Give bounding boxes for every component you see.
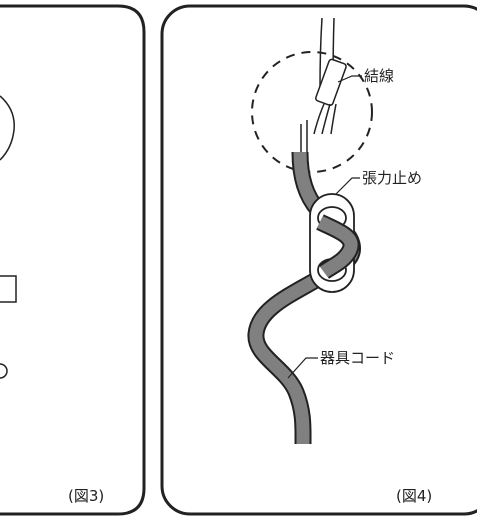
upper-cord-segment <box>315 58 347 106</box>
figure-3-caption: (図3) <box>68 487 104 505</box>
fixture-rim-partial <box>0 95 15 161</box>
label-appliance-cord: 器具コード <box>320 349 395 367</box>
panel-figure-3-frame <box>0 4 146 516</box>
panel-figure-3: (図3) <box>0 4 146 516</box>
appliance-cord-threaded <box>316 214 360 279</box>
leader-strain-relief <box>335 177 360 195</box>
panel-figure-4-frame <box>160 4 477 516</box>
leader-appliance-cord <box>287 357 318 379</box>
panel-figure-4: 結線 張力止め 器具コード (図4) <box>160 4 477 516</box>
label-strain-relief: 張力止め <box>362 169 422 187</box>
leader-wiring <box>337 75 362 83</box>
joined-wires <box>300 103 337 154</box>
label-wiring: 結線 <box>364 67 394 85</box>
wiring-highlight-circle <box>251 51 373 173</box>
figure-4-caption: (図4) <box>396 487 432 505</box>
screw-partial <box>0 363 8 379</box>
terminal-box-partial <box>0 275 17 303</box>
